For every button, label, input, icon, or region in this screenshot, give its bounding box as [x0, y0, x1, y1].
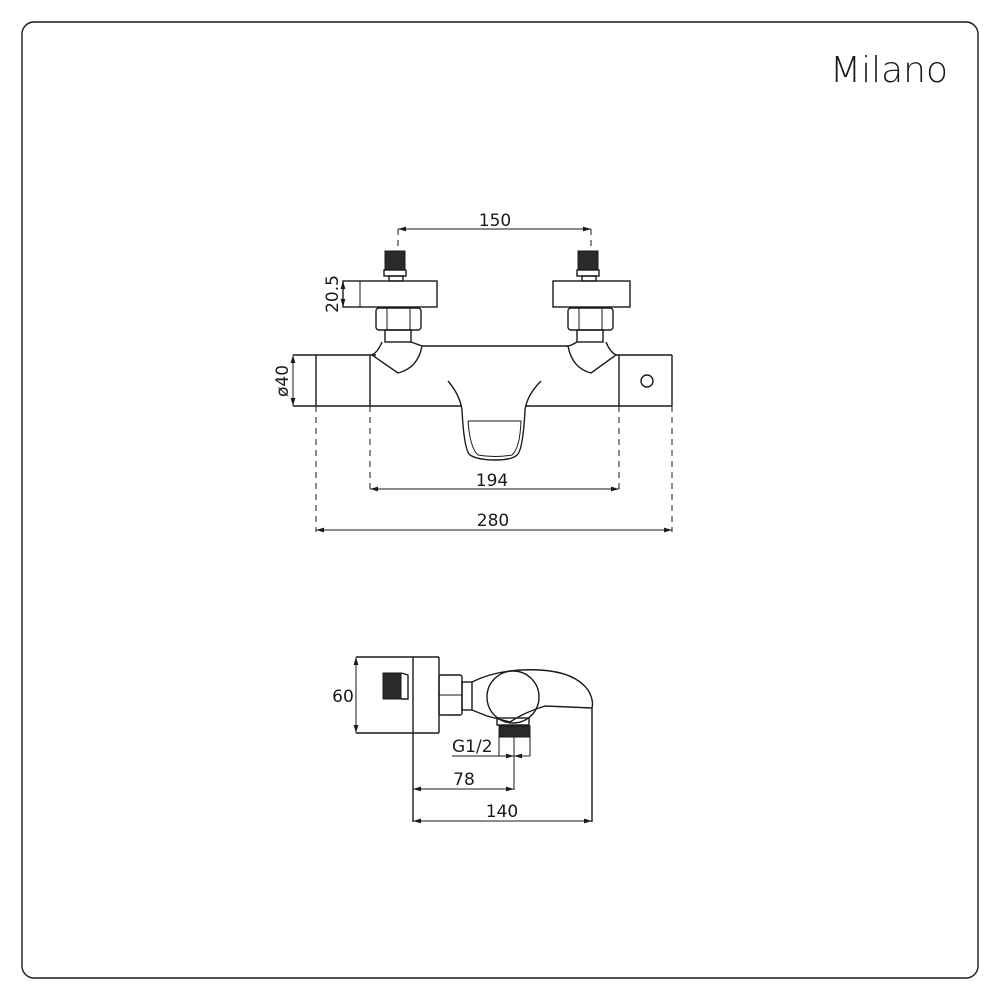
front-view: 150 20.5 ø40 194 280 — [273, 211, 673, 533]
dim-total-length: 280 — [477, 511, 509, 531]
dim-outlet-thread: G1/2 — [452, 737, 493, 757]
side-view: 60 G1/2 78 140 — [332, 656, 594, 824]
sheet-border — [21, 21, 979, 979]
dim-body-diameter: ø40 — [273, 365, 293, 397]
spout — [447, 380, 542, 461]
dim-outlet-offset: 78 — [453, 770, 475, 790]
right-inlet — [552, 250, 631, 374]
dim-inlet-spacing: 150 — [479, 211, 511, 231]
dim-height: 60 — [332, 687, 354, 707]
left-inlet — [342, 250, 438, 374]
dim-inner-length: 194 — [476, 471, 508, 491]
vent-hole — [640, 374, 654, 388]
brand-logo: Milano — [830, 50, 948, 91]
dim-depth: 140 — [486, 802, 518, 822]
dim-block-height: 20.5 — [323, 275, 343, 313]
